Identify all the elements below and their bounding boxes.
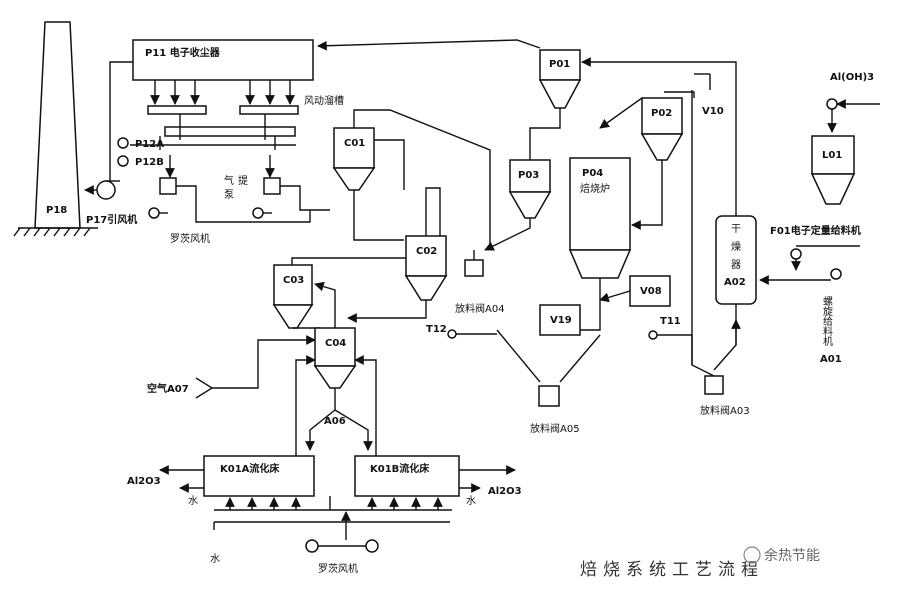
p12b-label: P12B [135,157,164,168]
watermark: 余热节能 [743,546,820,564]
al2o3-right-label: Al2O3 [488,486,522,497]
p18-label: P18 [46,205,67,216]
calciner-p04: P04 焙烧炉 [568,157,632,331]
fengdong-label: 风动溜槽 [304,94,344,107]
diagram-title: 焙烧系统工艺流程 [580,560,764,580]
a07-label: 空气A07 [147,382,189,395]
water-right-label: 水 [466,495,476,507]
luoci-bottom-label: 罗茨风机 [318,562,358,575]
aloh-label: Al(OH)3 [830,72,874,83]
c04-label: C04 [325,338,346,349]
t11-label: T11 [660,316,681,327]
a04-label: 放料阀A04 [455,302,505,315]
p01-label: P01 [549,59,570,70]
air-a07: 空气A07 [147,335,316,399]
fluid-bed-k01a: K01A流化床 Al2O3 水 [127,355,316,507]
fan-p12a: P12A [117,137,164,150]
watermark-text: 余热节能 [764,547,820,564]
fluid-bed-k01b: K01B流化床 Al2O3 水 [354,355,522,507]
v08-label: V08 [640,286,662,297]
cyclone-p03: P03 [484,159,552,251]
p04b-label: 焙烧炉 [580,182,610,195]
p17-label: P17引风机 [86,213,137,226]
dryer3-label: 器 [731,259,741,271]
precipitator-p11: P11 电子收尘器 风动溜槽 [132,39,344,137]
chimney-p18: P18 [13,21,98,237]
p02-label: P02 [651,108,672,119]
p11-label: P11 电子收尘器 [145,46,221,59]
dryer2-label: 燥 [731,241,741,253]
cyclone-c01: C01 [332,109,491,245]
luoci-top-label: 罗茨风机 [170,232,210,245]
a03-label: 放料阀A03 [700,404,750,417]
fan-p17: P17引风机 [84,61,137,226]
cyclone-c04: C04 A06 [305,281,373,451]
qiti-c-label: 泵 [224,189,234,201]
qiti-a-label: 气 [224,174,234,187]
hopper-a05: 放料阀A05 [496,329,601,435]
air-distribution [213,496,452,540]
screw-label: 螺旋给料机 [821,296,833,347]
valve-v10: V10 [694,73,724,117]
p03-label: P03 [518,170,539,181]
k01a-label: K01A流化床 [220,462,280,475]
qiti-b-label: 提 [238,175,248,187]
water-left-label: 水 [188,495,198,507]
roots-blower-bottom: 罗茨风机 水 [210,539,379,575]
valve-v08: V08 [599,275,671,307]
k01b-label: K01B流化床 [370,462,430,475]
c03-label: C03 [283,275,304,286]
cyclone-p02: P02 [599,91,695,230]
cyclone-p01: P01 [317,39,582,160]
a02-label: A02 [724,277,746,288]
p04a-label: P04 [582,168,603,179]
v10-label: V10 [702,106,724,117]
p11-to-pumps-lines [130,114,296,178]
a06-label: A06 [324,416,346,427]
al2o3-left-label: Al2O3 [127,476,161,487]
c01-label: C01 [344,138,365,149]
a05-label: 放料阀A05 [530,422,580,435]
cyclone-c02: C02 [291,187,448,323]
t12-label: T12 [426,324,447,335]
fan-p12b: P12B [117,155,164,168]
cyclone-c03: C03 [272,264,320,329]
dryer1-label: 干 [731,224,741,235]
c02-label: C02 [416,246,437,257]
p12a-label: P12A [135,139,164,150]
feed-l01: Al(OH)3 L01 F01电子定量给料机 螺旋给料机 A01 [759,72,880,365]
valve-v19: V19 [539,304,581,336]
l01-label: L01 [822,150,842,161]
lift-pumps: 气 提 泵 罗茨风机 [148,174,330,245]
valve-t11: T11 [648,316,693,365]
a01-label: A01 [820,354,842,365]
valve-a04: 放料阀A04 [455,250,505,315]
water-bottom-label: 水 [210,553,220,565]
v19-label: V19 [550,315,572,326]
dryer-a02: 干 燥 器 A02 放料阀A03 [581,57,757,417]
valve-t12: T12 [426,324,497,339]
f01-label: F01电子定量给料机 [770,224,861,237]
